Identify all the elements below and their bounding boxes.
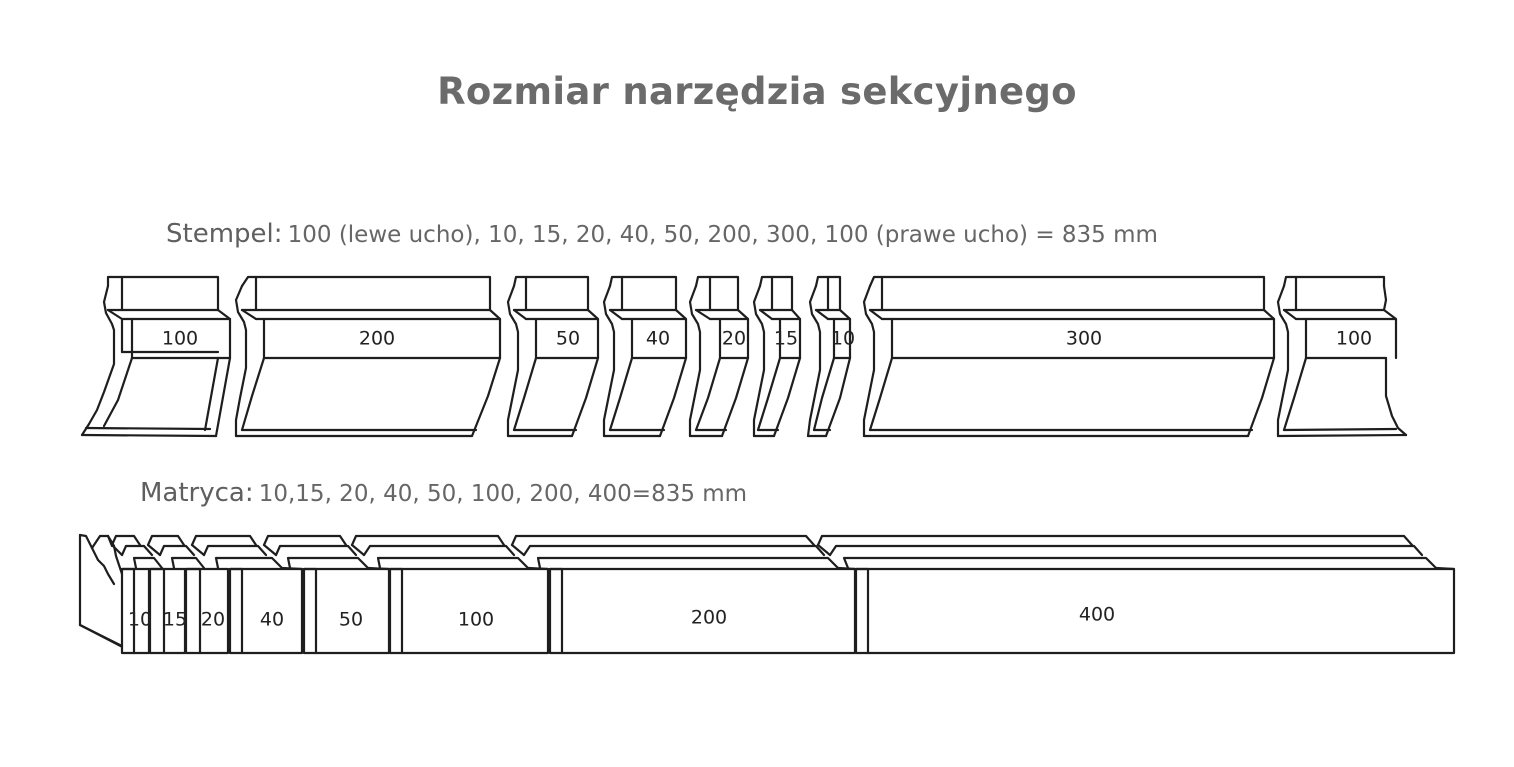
punch-segment-left-horn-100 xyxy=(80,275,232,438)
punch-segment-10 xyxy=(806,275,852,438)
punch-segment-15 xyxy=(752,275,802,438)
die-segment-20 xyxy=(146,534,230,655)
die-segment-40 xyxy=(190,534,304,655)
punch-segment-right-horn-100 xyxy=(1276,275,1408,438)
die-label-15: 15 xyxy=(163,609,187,631)
page-title: Rozmiar narzędzia sekcyjnego xyxy=(437,70,1077,113)
punch-segments: 100 200 50 40 20 15 10 300 100 xyxy=(80,275,1408,438)
punch-label-300: 300 xyxy=(1066,328,1102,350)
die-label-50: 50 xyxy=(339,609,363,631)
die-label-10: 10 xyxy=(128,609,152,631)
punch-label-50: 50 xyxy=(556,328,580,350)
punch-label-200: 200 xyxy=(359,328,395,350)
punch-caption-heading: Stempel: xyxy=(166,219,283,249)
die-label-200: 200 xyxy=(691,607,727,629)
die-segment-400 xyxy=(816,534,1456,655)
die-label-400: 400 xyxy=(1079,604,1115,626)
punch-label-20: 20 xyxy=(722,328,746,350)
punch-label-10: 10 xyxy=(831,328,855,350)
die-segment-100 xyxy=(350,534,550,655)
punch-segment-40 xyxy=(602,275,688,438)
punch-segment-50 xyxy=(506,275,600,438)
die-label-20: 20 xyxy=(201,609,225,631)
punch-caption: Stempel: 100 (lewe ucho), 10, 15, 20, 40… xyxy=(166,219,1158,249)
punch-label-right-horn: 100 xyxy=(1336,328,1372,350)
die-segments: 10 15 20 40 50 100 200 400 xyxy=(78,533,1456,655)
punch-segment-300 xyxy=(862,275,1276,438)
die-caption-heading: Matryca: xyxy=(140,478,254,508)
die-segment-200 xyxy=(510,534,857,655)
die-caption: Matryca: 10,15, 20, 40, 50, 100, 200, 40… xyxy=(140,478,747,508)
punch-label-left-horn: 100 xyxy=(162,328,198,350)
punch-segment-200 xyxy=(234,275,502,438)
punch-segment-20 xyxy=(688,275,750,438)
die-segment-10 xyxy=(78,533,151,655)
die-label-40: 40 xyxy=(260,609,284,631)
die-caption-sizes: 10,15, 20, 40, 50, 100, 200, 400=835 mm xyxy=(258,481,748,507)
punch-caption-sizes: 100 (lewe ucho), 10, 15, 20, 40, 50, 200… xyxy=(287,222,1158,248)
die-segment-15 xyxy=(110,534,187,655)
die-label-100: 100 xyxy=(458,609,494,631)
die-segment-50 xyxy=(262,534,391,655)
punch-label-40: 40 xyxy=(646,328,670,350)
punch-label-15: 15 xyxy=(774,328,798,350)
